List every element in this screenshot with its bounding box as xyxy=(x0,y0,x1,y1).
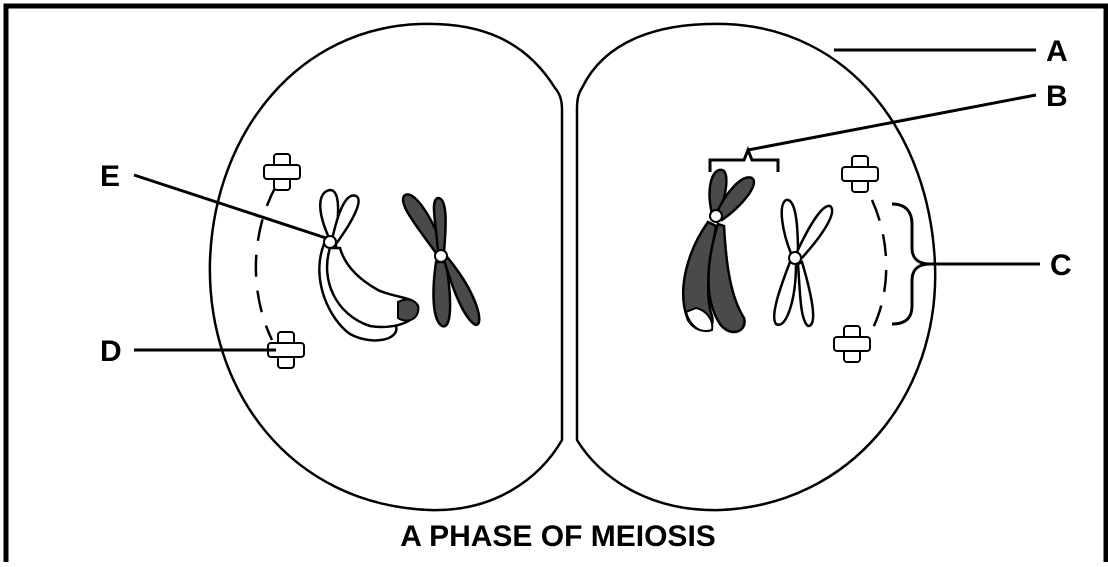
label-b: B xyxy=(1046,80,1068,113)
diagram-caption: A PHASE OF MEIOSIS xyxy=(400,520,716,553)
label-a: A xyxy=(1046,35,1068,68)
label-c: C xyxy=(1050,249,1072,282)
right-cell-membrane xyxy=(577,24,935,510)
label-e: E xyxy=(100,160,120,193)
label-d: D xyxy=(100,335,122,368)
left-cell-membrane xyxy=(210,24,562,510)
